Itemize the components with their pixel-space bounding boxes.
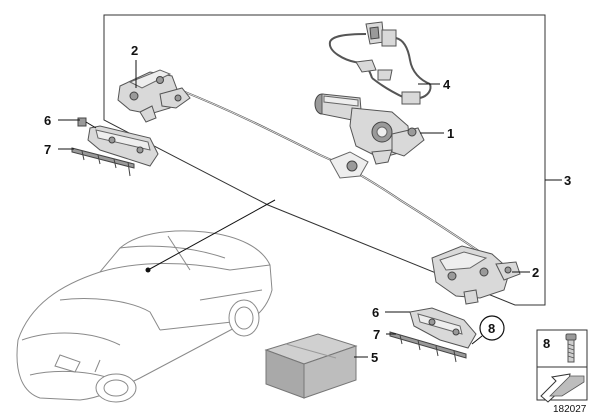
callout-5: 5	[371, 350, 378, 365]
callout-7-right: 7	[373, 327, 380, 342]
arrow-icon	[540, 373, 585, 403]
legend-number: 8	[543, 336, 550, 351]
callout-6-right: 6	[372, 305, 379, 320]
callout-4: 4	[443, 77, 451, 92]
assembly-frame	[103, 14, 546, 306]
callout-8-circle	[479, 315, 505, 341]
motor	[314, 93, 425, 165]
car-location-leader	[147, 199, 276, 271]
callout-6-left: 6	[44, 113, 51, 128]
bracket-right	[409, 307, 477, 349]
parts-box	[264, 333, 358, 399]
callout-1: 1	[447, 126, 454, 141]
hinge-top-left	[117, 69, 191, 123]
reference-number: 182027	[553, 404, 587, 415]
linkage-rod	[179, 89, 496, 263]
cable-harness	[328, 21, 432, 105]
callout-2-right: 2	[532, 265, 539, 280]
leader-8	[471, 335, 483, 345]
screw-icon	[565, 333, 577, 363]
hinge-right	[431, 245, 521, 305]
bracket-left	[77, 117, 159, 167]
callout-3: 3	[564, 173, 571, 188]
clip-right	[389, 331, 467, 363]
clip-left	[71, 147, 135, 177]
callout-7-left: 7	[44, 142, 51, 157]
car-illustration	[16, 230, 273, 403]
callout-2-top: 2	[131, 43, 138, 58]
callout-8: 8	[488, 321, 495, 336]
